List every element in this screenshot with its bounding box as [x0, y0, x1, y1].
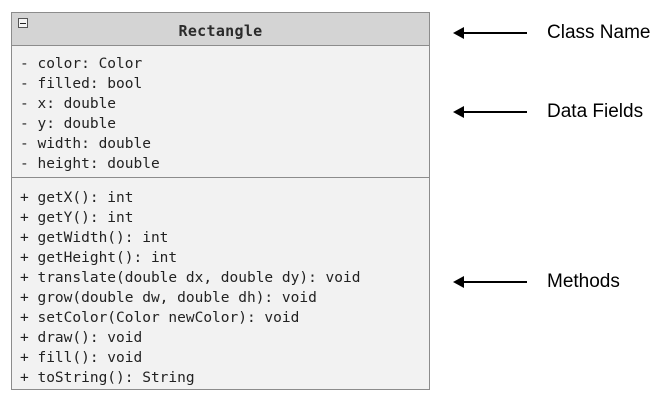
data-fields-label: Data Fields: [547, 101, 644, 122]
field-item: - x: double: [20, 96, 117, 112]
field-item: - height: double: [20, 156, 160, 172]
class-name-label: Class Name: [547, 22, 651, 43]
method-item: + getWidth(): int: [20, 230, 169, 246]
method-item: + fill(): void: [20, 350, 143, 366]
method-item: + grow(double dw, double dh): void: [20, 290, 317, 306]
data-fields-arrow-icon: [453, 106, 527, 118]
method-item: + setColor(Color newColor): void: [20, 310, 300, 326]
method-item: + draw(): void: [20, 330, 143, 346]
collapse-icon[interactable]: [18, 18, 28, 28]
methods-arrow-icon: [453, 276, 527, 288]
method-item: + getX(): int: [20, 190, 134, 206]
field-item: - y: double: [20, 116, 117, 132]
data-fields-section: - color: Color - filled: bool - x: doubl…: [12, 54, 429, 174]
method-item: + getY(): int: [20, 210, 134, 226]
field-item: - color: Color: [20, 56, 143, 72]
class-header: Rectangle: [12, 13, 429, 46]
field-item: - filled: bool: [20, 76, 143, 92]
class-name-arrow-icon: [453, 27, 527, 39]
methods-label: Methods: [547, 271, 620, 292]
method-item: + translate(double dx, double dy): void: [20, 270, 361, 286]
method-item: + getHeight(): int: [20, 250, 178, 266]
field-item: - width: double: [20, 136, 151, 152]
section-divider: [12, 177, 429, 178]
uml-class-box: Rectangle - color: Color - filled: bool …: [11, 12, 430, 390]
class-name: Rectangle: [178, 22, 263, 40]
methods-section: + getX(): int + getY(): int + getWidth()…: [12, 188, 429, 388]
method-item: + toString(): String: [20, 370, 195, 386]
